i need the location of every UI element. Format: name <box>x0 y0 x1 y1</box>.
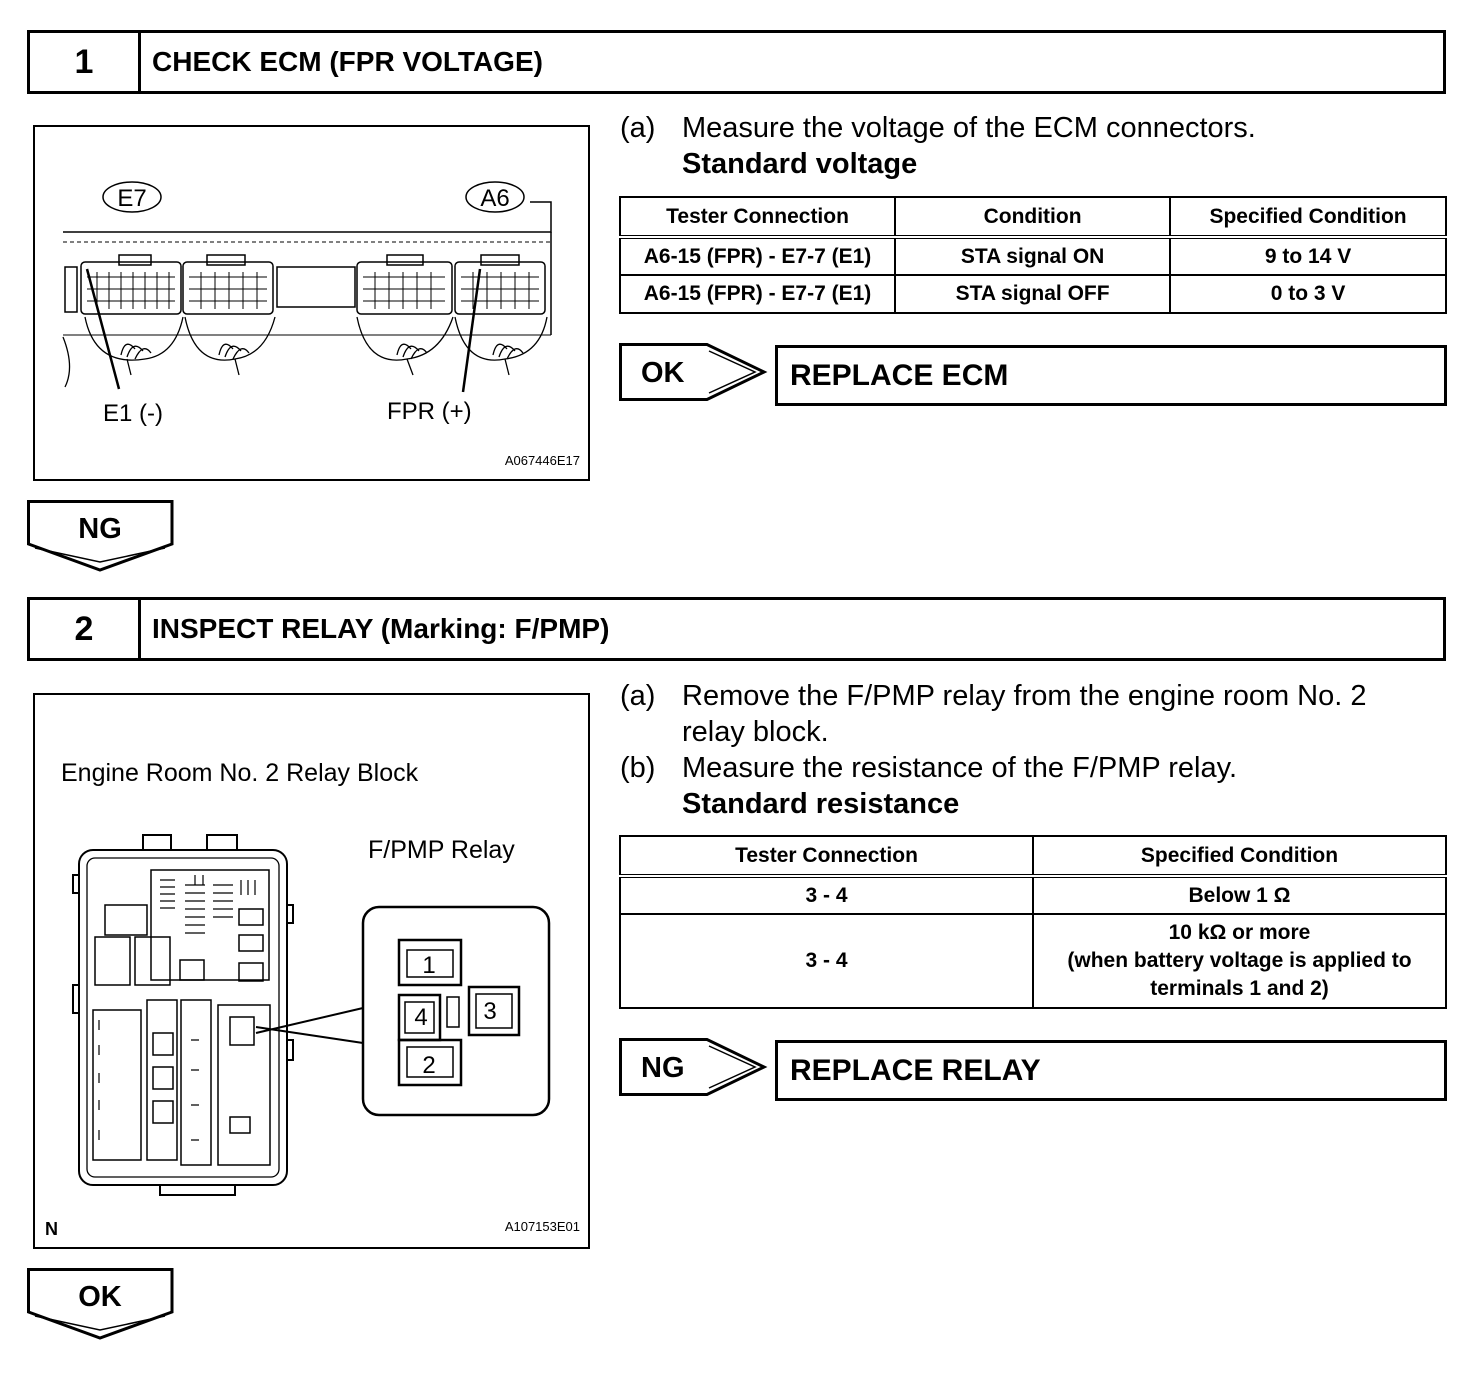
ng-tag-label: NG <box>641 1052 685 1084</box>
step-2-instructions: (a) Remove the F/PMP relay from the engi… <box>620 678 1440 828</box>
table-cell: STA signal ON <box>894 236 1172 276</box>
connector-a6-label: A6 <box>480 185 509 212</box>
relay-block-figure: Engine Room No. 2 Relay Block F/PMP Rela… <box>33 693 590 1249</box>
ok-tag-label: OK <box>641 357 685 389</box>
step-2-header: 2 INSPECT RELAY (Marking: F/PMP) <box>27 597 1446 661</box>
table-row: A6-15 (FPR) - E7-7 (E1) STA signal ON 9 … <box>618 236 1447 276</box>
terminal-3-label: 3 <box>483 998 496 1025</box>
table-cell: 0 to 3 V <box>1169 274 1447 314</box>
step-1-instruction: (a) Measure the voltage of the ECM conne… <box>620 110 1440 190</box>
fpmp-relay-label: F/PMP Relay <box>368 836 515 864</box>
cell-line: 10 kΩ or more <box>1168 921 1311 944</box>
probe-positive-label: FPR (+) <box>387 398 472 425</box>
step-number: 2 <box>30 600 141 658</box>
ok-tag-label: OK <box>78 1281 122 1313</box>
step-1-header: 1 CHECK ECM (FPR VOLTAGE) <box>27 30 1446 94</box>
table-row: 3 - 4 10 kΩ or more (when battery voltag… <box>619 913 1447 1009</box>
instruction-label: (a) <box>620 112 656 144</box>
step-title: INSPECT RELAY (Marking: F/PMP) <box>152 613 610 644</box>
cell-line: (when battery voltage is applied to <box>1067 949 1412 972</box>
ok-arrow-tag: OK <box>27 1268 174 1340</box>
replace-relay-result: REPLACE RELAY <box>775 1040 1447 1101</box>
instruction-b-label: (b) <box>620 752 656 784</box>
table-cell: A6-15 (FPR) - E7-7 (E1) <box>618 274 897 314</box>
ecm-connector-figure: E7 A6 E1 (-) FPR (+) A067446E17 <box>33 125 590 481</box>
standard-resistance-heading: Standard resistance <box>682 788 960 820</box>
probe-negative-label: E1 (-) <box>103 400 163 427</box>
table-cell: 9 to 14 V <box>1169 236 1447 276</box>
step-number: 1 <box>30 33 141 91</box>
ng-arrow-tag: NG <box>27 500 174 572</box>
instruction-b-text: Measure the resistance of the F/PMP rela… <box>682 752 1238 784</box>
relay-block-label: Engine Room No. 2 Relay Block <box>61 759 419 787</box>
table-cell: 3 - 4 <box>619 913 1034 1009</box>
table-cell: 10 kΩ or more (when battery voltage is a… <box>1032 913 1447 1009</box>
instruction-a-label: (a) <box>620 680 656 712</box>
table-row: A6-15 (FPR) - E7-7 (E1) STA signal OFF 0… <box>618 274 1447 314</box>
step-title: CHECK ECM (FPR VOLTAGE) <box>152 46 543 77</box>
table-row: 3 - 4 Below 1 Ω <box>619 875 1447 915</box>
ng-tag-label: NG <box>78 513 122 545</box>
ng-arrow-tag: NG <box>619 1038 768 1096</box>
instruction-a-line1: Remove the F/PMP relay from the engine r… <box>682 680 1367 712</box>
figure-code: A107153E01 <box>505 1219 580 1234</box>
terminal-4-label: 4 <box>414 1004 427 1031</box>
replace-ecm-result: REPLACE ECM <box>775 345 1447 406</box>
corner-mark: N <box>45 1219 58 1239</box>
instruction-text: Measure the voltage of the ECM connector… <box>682 112 1256 144</box>
table-cell: A6-15 (FPR) - E7-7 (E1) <box>618 236 897 276</box>
instruction-a-line2: relay block. <box>682 716 829 748</box>
terminal-2-label: 2 <box>422 1052 435 1079</box>
col-header: Tester Connection <box>618 196 897 239</box>
relay-block-illustration: Engine Room No. 2 Relay Block F/PMP Rela… <box>45 759 580 1239</box>
table-cell: STA signal OFF <box>894 274 1172 314</box>
standard-voltage-heading: Standard voltage <box>682 148 918 180</box>
ok-arrow-tag: OK <box>619 343 768 401</box>
col-header: Tester Connection <box>619 835 1034 878</box>
table-cell: Below 1 Ω <box>1032 875 1447 915</box>
col-header: Specified Condition <box>1032 835 1447 878</box>
col-header: Specified Condition <box>1169 196 1447 239</box>
terminal-1-label: 1 <box>422 952 435 979</box>
ecm-connector-illustration: E7 A6 E1 (-) FPR (+) A067446E17 <box>62 181 580 468</box>
col-header: Condition <box>894 196 1172 239</box>
table-cell: 3 - 4 <box>619 875 1034 915</box>
cell-line: terminals 1 and 2) <box>1150 977 1329 1000</box>
connector-e7-label: E7 <box>117 185 146 212</box>
voltage-spec-table: Tester Connection Condition Specified Co… <box>618 196 1447 314</box>
resistance-spec-table: Tester Connection Specified Condition 3 … <box>619 835 1447 1009</box>
figure-code: A067446E17 <box>505 453 580 468</box>
